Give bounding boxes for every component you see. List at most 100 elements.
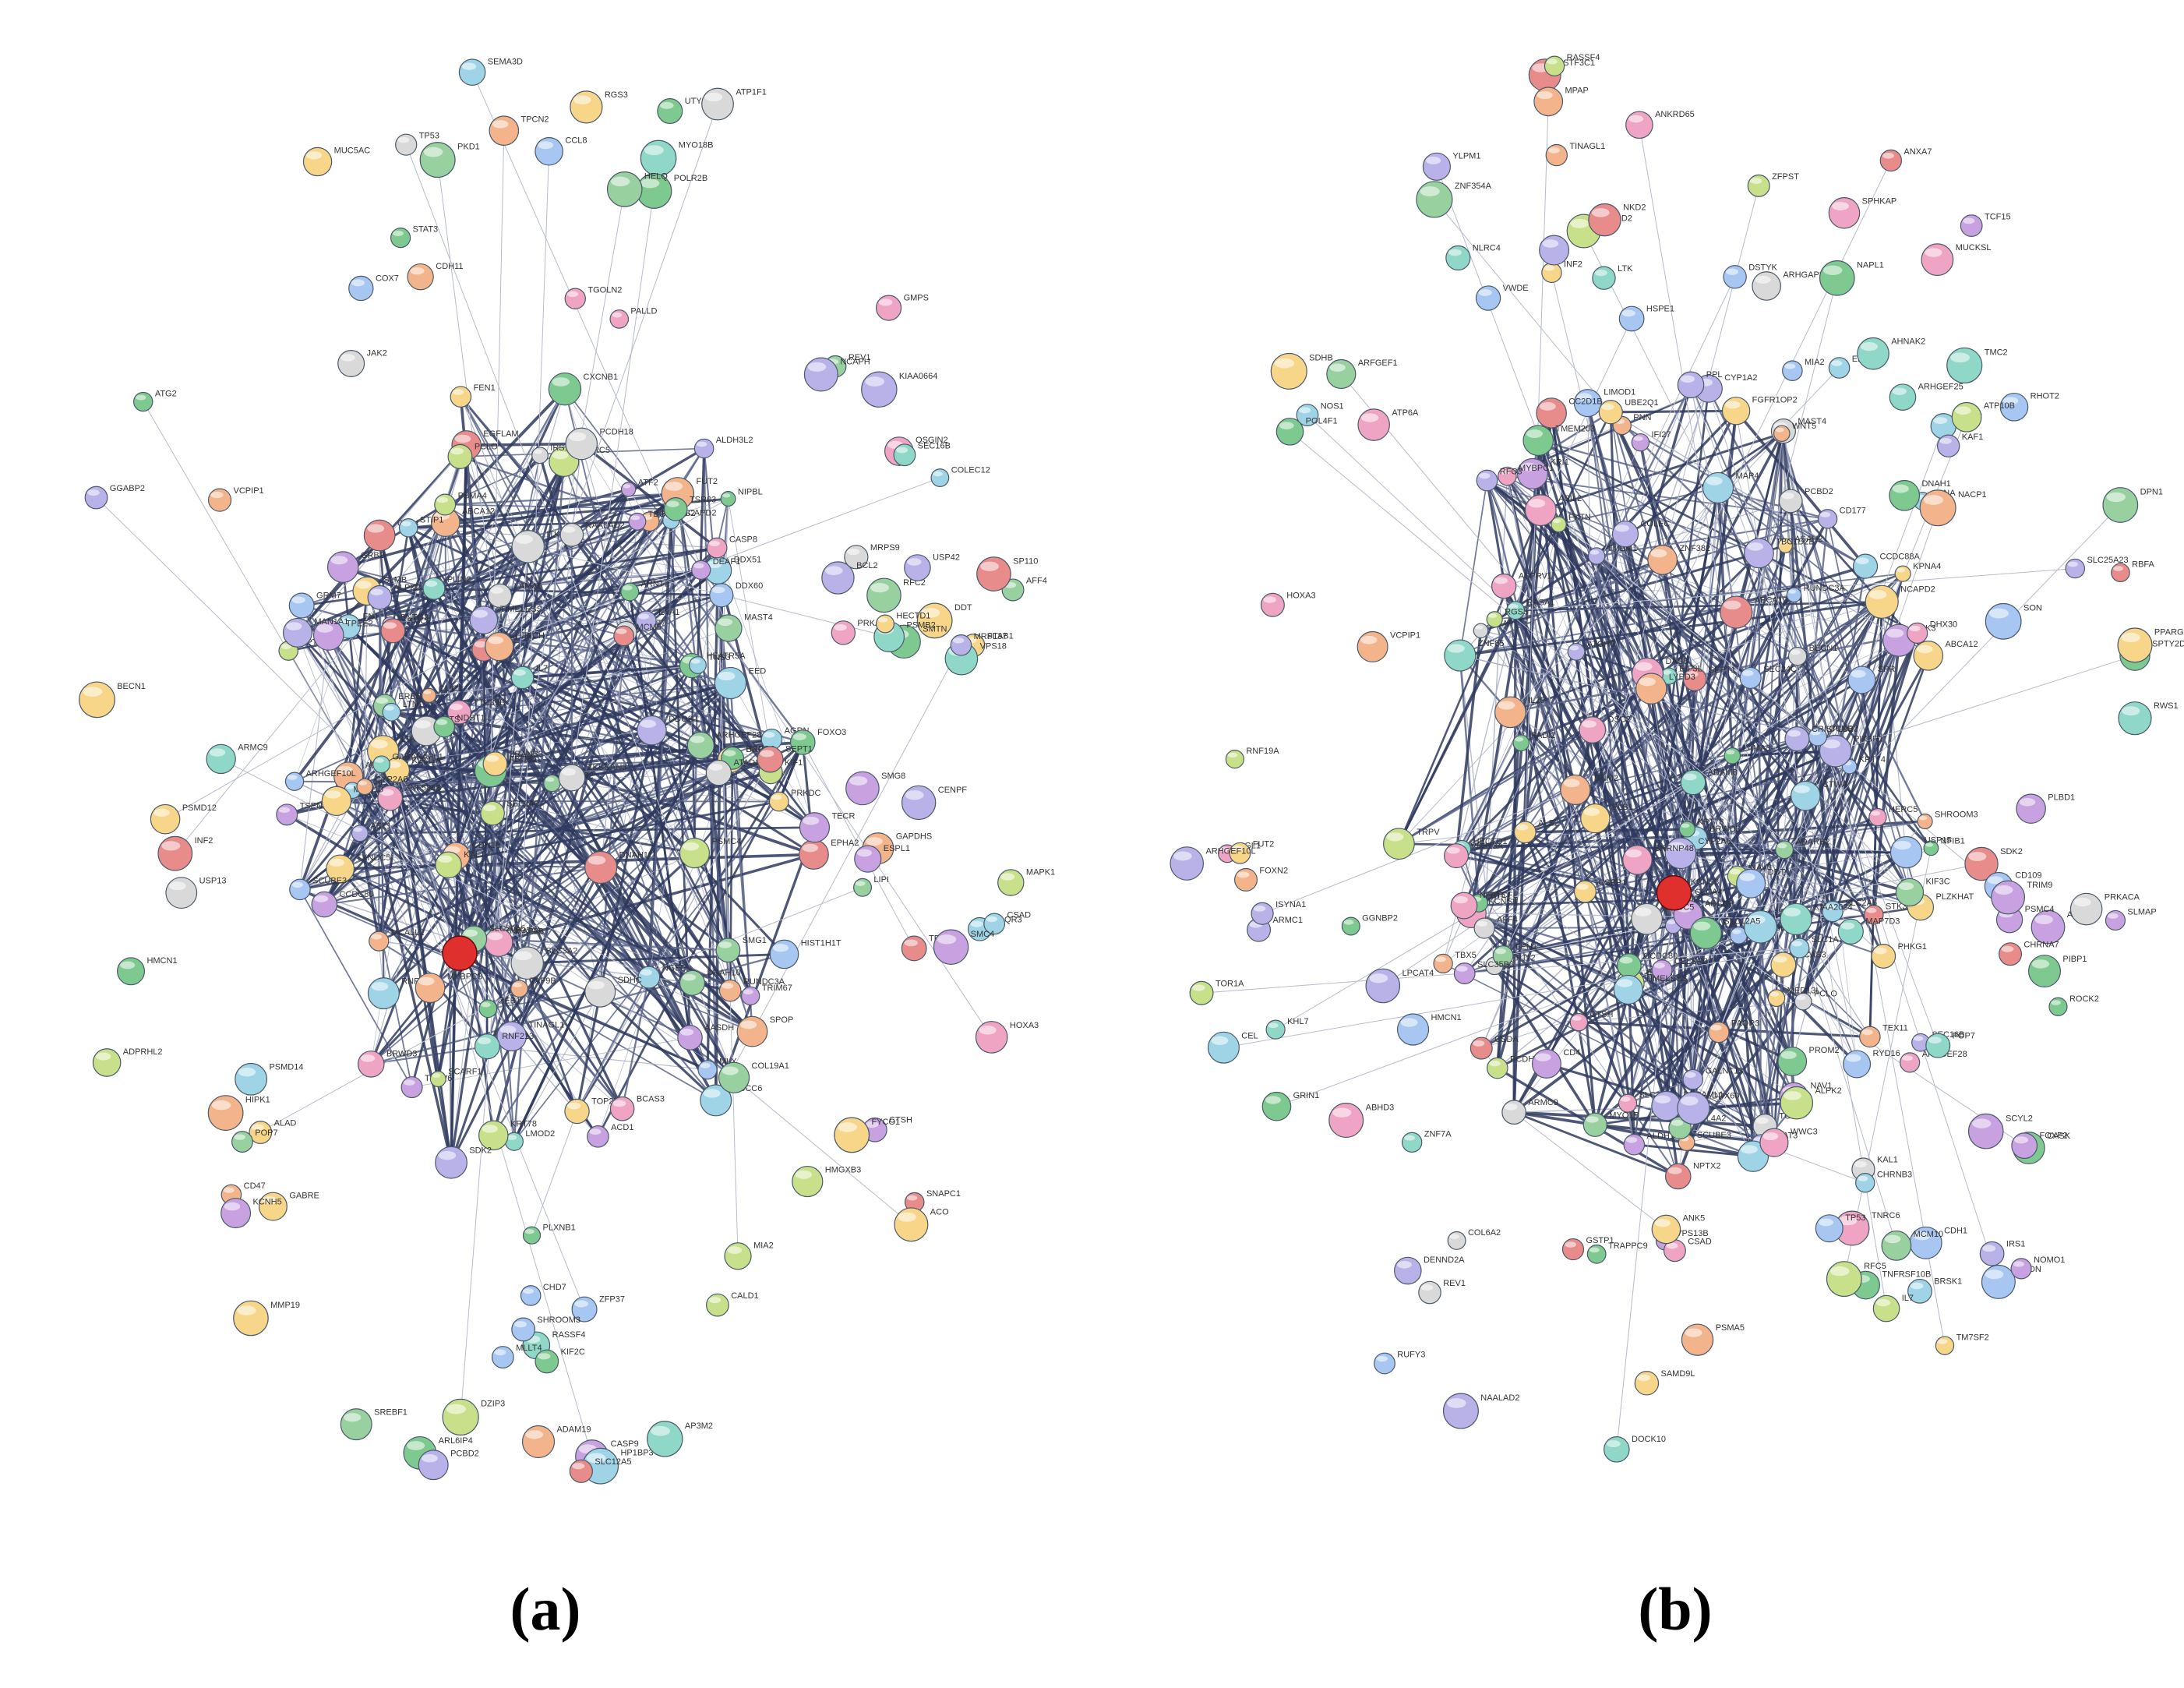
- protein-node[interactable]: MMP19: [233, 1300, 300, 1337]
- protein-node[interactable]: ARFGEF1: [1326, 358, 1398, 390]
- protein-node[interactable]: IL7: [510, 664, 548, 690]
- protein-node[interactable]: STAT3: [390, 225, 439, 249]
- protein-node[interactable]: TMC2: [1946, 347, 2008, 384]
- protein-node[interactable]: ITK: [511, 530, 560, 563]
- protein-node[interactable]: NAALAD2: [559, 521, 625, 547]
- protein-node[interactable]: ARHGAP30: [1752, 270, 1829, 301]
- protein-node[interactable]: ANXA7: [1879, 147, 1932, 172]
- protein-node[interactable]: SCARF1: [429, 1068, 482, 1088]
- protein-node[interactable]: UTY: [657, 97, 702, 125]
- protein-node[interactable]: ABHD3: [1328, 1103, 1395, 1139]
- protein-node[interactable]: NKD2: [1588, 203, 1646, 237]
- protein-node[interactable]: POL4F1: [1275, 417, 1338, 446]
- protein-node[interactable]: USP15: [1889, 836, 1952, 869]
- protein-node[interactable]: FUT2: [661, 477, 718, 510]
- protein-node[interactable]: BCL2: [821, 561, 878, 595]
- protein-node[interactable]: DPN1: [2102, 487, 2163, 523]
- protein-node[interactable]: TNS3: [689, 653, 731, 674]
- protein-node[interactable]: FOXN2: [1233, 866, 1289, 892]
- protein-node[interactable]: PCBD2: [1778, 487, 1833, 514]
- protein-node[interactable]: NLRC4: [1445, 244, 1501, 271]
- protein-node[interactable]: MAST4: [714, 613, 773, 642]
- protein-node[interactable]: DDX51: [704, 555, 761, 584]
- protein-node[interactable]: ARHGEF25: [1889, 383, 1963, 411]
- protein-node[interactable]: ATP6A: [1357, 408, 1419, 441]
- protein-node[interactable]: GRIN1: [1261, 1091, 1319, 1121]
- protein-node[interactable]: HMCN1: [1396, 1013, 1462, 1046]
- protein-node[interactable]: GRB2: [326, 551, 384, 583]
- protein-node[interactable]: SHROOM3: [1917, 810, 1978, 830]
- protein-node[interactable]: COL6A2: [1447, 1228, 1501, 1250]
- protein-node[interactable]: NDST1: [433, 714, 485, 738]
- protein-node[interactable]: ABCA12: [1913, 640, 1978, 671]
- protein-node[interactable]: VCPIP1: [207, 486, 264, 512]
- protein-node[interactable]: STIP1: [398, 515, 444, 538]
- protein-node[interactable]: ZNF585B: [377, 784, 442, 811]
- protein-node[interactable]: PALLD: [609, 306, 658, 329]
- protein-node[interactable]: TEX11: [1859, 1024, 1908, 1048]
- protein-node[interactable]: LTK: [1592, 264, 1633, 290]
- protein-node[interactable]: SEMA3D: [458, 58, 523, 87]
- protein-node[interactable]: MUCKSL: [1921, 243, 1992, 277]
- protein-node[interactable]: CD177: [1817, 507, 1866, 529]
- protein-node[interactable]: HMGXB3: [792, 1165, 861, 1198]
- protein-node[interactable]: NCAPD2: [1865, 584, 1935, 619]
- protein-node[interactable]: REV1: [1418, 1279, 1466, 1305]
- protein-node[interactable]: ABCC6: [700, 1084, 762, 1117]
- protein-node[interactable]: TM7SF2: [1935, 1333, 1989, 1355]
- protein-node[interactable]: FOXO3: [790, 728, 847, 755]
- protein-node[interactable]: RUFY3: [1374, 1351, 1426, 1375]
- protein-node[interactable]: PSMA5: [1681, 1323, 1745, 1356]
- protein-node[interactable]: SLMAP: [2105, 907, 2157, 931]
- protein-node[interactable]: TPCN2: [489, 115, 549, 146]
- protein-node[interactable]: TINAGL1: [1545, 142, 1605, 167]
- protein-node[interactable]: ADAM19: [521, 1425, 591, 1459]
- protein-node[interactable]: HOXA3: [1260, 591, 1316, 617]
- protein-node[interactable]: MYBPC3: [415, 972, 482, 1004]
- protein-node[interactable]: PIBP1: [2028, 955, 2087, 988]
- protein-node[interactable]: HOXA3: [975, 1021, 1039, 1054]
- protein-node[interactable]: SLC3A2: [510, 946, 577, 980]
- protein-node[interactable]: CD4: [1531, 1048, 1581, 1079]
- protein-node[interactable]: ZNF7A: [1401, 1129, 1452, 1153]
- protein-node[interactable]: ALDH3L2: [693, 436, 753, 459]
- protein-node[interactable]: CYP1A2: [1694, 373, 1757, 403]
- protein-node[interactable]: SPHKAP: [1828, 196, 1896, 229]
- protein-node[interactable]: USP13: [165, 877, 226, 909]
- protein-node[interactable]: NGEF: [637, 964, 686, 989]
- protein-node[interactable]: IL7: [1872, 1294, 1914, 1323]
- protein-node[interactable]: MPAP: [1533, 86, 1589, 117]
- protein-node[interactable]: CXCNB1: [548, 373, 618, 406]
- protein-node[interactable]: RUNDC3A: [718, 977, 785, 1002]
- protein-node[interactable]: CALD1: [706, 1291, 759, 1317]
- protein-node[interactable]: KAF1: [1936, 433, 1984, 457]
- protein-node[interactable]: TSEN2: [276, 801, 327, 826]
- protein-node[interactable]: ZKSCAN3: [558, 763, 626, 792]
- protein-node[interactable]: INF2: [157, 835, 213, 871]
- protein-node[interactable]: KPNA4: [1894, 562, 1941, 582]
- protein-node[interactable]: ROCK2: [2048, 994, 2099, 1016]
- protein-node[interactable]: ZFPST: [1747, 172, 1799, 197]
- protein-node[interactable]: EYA1: [635, 608, 679, 632]
- protein-node[interactable]: TRAPPC9: [1586, 1241, 1648, 1264]
- protein-node[interactable]: LPCAT4: [1365, 968, 1434, 1004]
- protein-node[interactable]: MIA2: [724, 1241, 774, 1270]
- protein-node[interactable]: CDH11: [407, 262, 464, 291]
- protein-node[interactable]: RNF19A: [1225, 747, 1279, 769]
- protein-node[interactable]: CD47: [221, 1181, 266, 1206]
- protein-node[interactable]: SAMD9L: [1634, 1369, 1695, 1396]
- protein-node[interactable]: MIA2: [1782, 358, 1825, 381]
- protein-node[interactable]: PROM2: [1777, 1046, 1840, 1076]
- protein-node[interactable]: CSAD: [983, 910, 1031, 935]
- protein-node[interactable]: VCPIP1: [1357, 630, 1420, 662]
- protein-node[interactable]: RASSF4: [522, 1330, 585, 1360]
- protein-node[interactable]: TXNDC5: [326, 853, 391, 884]
- protein-node[interactable]: SON: [1985, 602, 2042, 640]
- protein-node[interactable]: CEL: [1207, 1031, 1258, 1064]
- protein-node[interactable]: CHRNB3: [1855, 1170, 1912, 1193]
- protein-node[interactable]: RYD16: [1843, 1049, 1900, 1079]
- protein-node[interactable]: TPEE2: [312, 620, 373, 651]
- protein-node[interactable]: PHKG1: [1871, 942, 1927, 969]
- protein-node[interactable]: MRPS9: [844, 543, 900, 570]
- protein-node[interactable]: ARMC9: [206, 743, 268, 775]
